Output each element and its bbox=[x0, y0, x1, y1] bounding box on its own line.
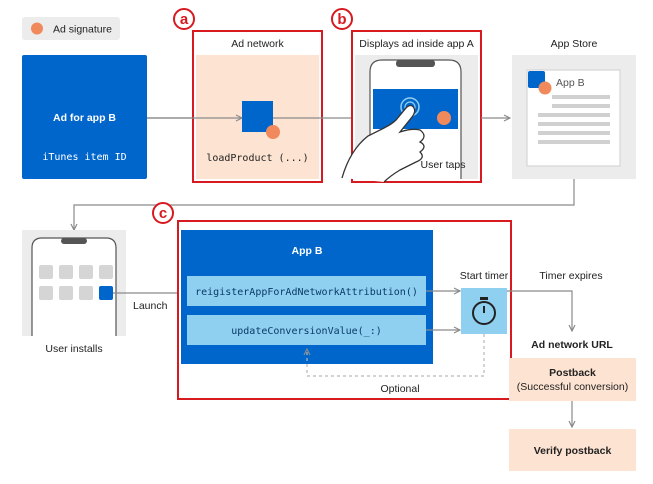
app-store-section: App Store App B bbox=[512, 38, 636, 179]
app-b-section: App B reigisterAppForAdNetworkAttributio… bbox=[177, 220, 512, 400]
update-call-label: updateConversionValue(_:) bbox=[231, 326, 382, 337]
legend: Ad signature bbox=[22, 17, 120, 40]
callout-b-badge: b bbox=[331, 8, 353, 30]
app-b-title: App B bbox=[292, 245, 323, 257]
ad-network-section: Ad network loadProduct (...) bbox=[147, 30, 360, 183]
arrow-store-to-install bbox=[74, 179, 575, 230]
ad-signature-icon bbox=[31, 22, 43, 35]
ad-network-title: Ad network bbox=[231, 38, 284, 50]
svg-text:b: b bbox=[337, 11, 346, 28]
user-taps-caption: User taps bbox=[421, 159, 466, 171]
postback-section: Ad network URL Postback (Successful conv… bbox=[509, 339, 636, 471]
optional-loop-arrow bbox=[307, 334, 485, 377]
ad-signature-dot bbox=[538, 81, 552, 95]
postback-subtitle: (Successful conversion) bbox=[517, 381, 628, 393]
display-section: Displays ad inside app A User taps bbox=[341, 30, 482, 183]
app-store-app-name: App B bbox=[556, 77, 585, 89]
hand-tap-icon bbox=[341, 104, 425, 183]
itunes-item-id-label: iTunes item ID bbox=[42, 152, 126, 163]
callout-c-badge: c bbox=[152, 202, 174, 224]
ad-signature-dot bbox=[266, 125, 280, 139]
postback-title: Postback bbox=[549, 367, 596, 379]
ad-network-url-label: Ad network URL bbox=[531, 339, 613, 351]
user-installs-section: User installs bbox=[22, 230, 126, 355]
verify-postback-box bbox=[509, 429, 636, 471]
display-title: Displays ad inside app A bbox=[359, 38, 473, 50]
app-store-title: App Store bbox=[551, 38, 598, 50]
start-timer-label: Start timer bbox=[460, 270, 509, 282]
register-call-label: reigisterAppForAdNetworkAttribution() bbox=[195, 287, 418, 298]
register-call-box bbox=[187, 276, 426, 306]
verify-postback-label: Verify postback bbox=[534, 445, 612, 457]
stopwatch-icon bbox=[472, 301, 496, 325]
update-call-box bbox=[187, 315, 426, 345]
load-product-call: loadProduct (...) bbox=[206, 153, 308, 164]
svg-text:a: a bbox=[180, 11, 189, 28]
installed-app-b-icon bbox=[99, 286, 113, 300]
ad-for-app-b-title: Ad for app B bbox=[53, 112, 116, 124]
user-installs-caption: User installs bbox=[45, 343, 102, 355]
ad-network-square-icon bbox=[242, 101, 273, 132]
ad-signature-dot bbox=[437, 111, 451, 125]
arrow-timer-to-postback bbox=[507, 290, 572, 331]
optional-label: Optional bbox=[380, 383, 419, 395]
timer-expires-label: Timer expires bbox=[539, 270, 602, 282]
timer-section: Start timer bbox=[460, 270, 509, 334]
svg-text:c: c bbox=[159, 205, 167, 222]
ad-for-app-b-box: Ad for app B iTunes item ID bbox=[22, 55, 147, 179]
callout-a-badge: a bbox=[173, 8, 195, 30]
legend-label: Ad signature bbox=[53, 24, 112, 36]
launch-label: Launch bbox=[133, 300, 168, 312]
postback-box bbox=[509, 358, 636, 401]
